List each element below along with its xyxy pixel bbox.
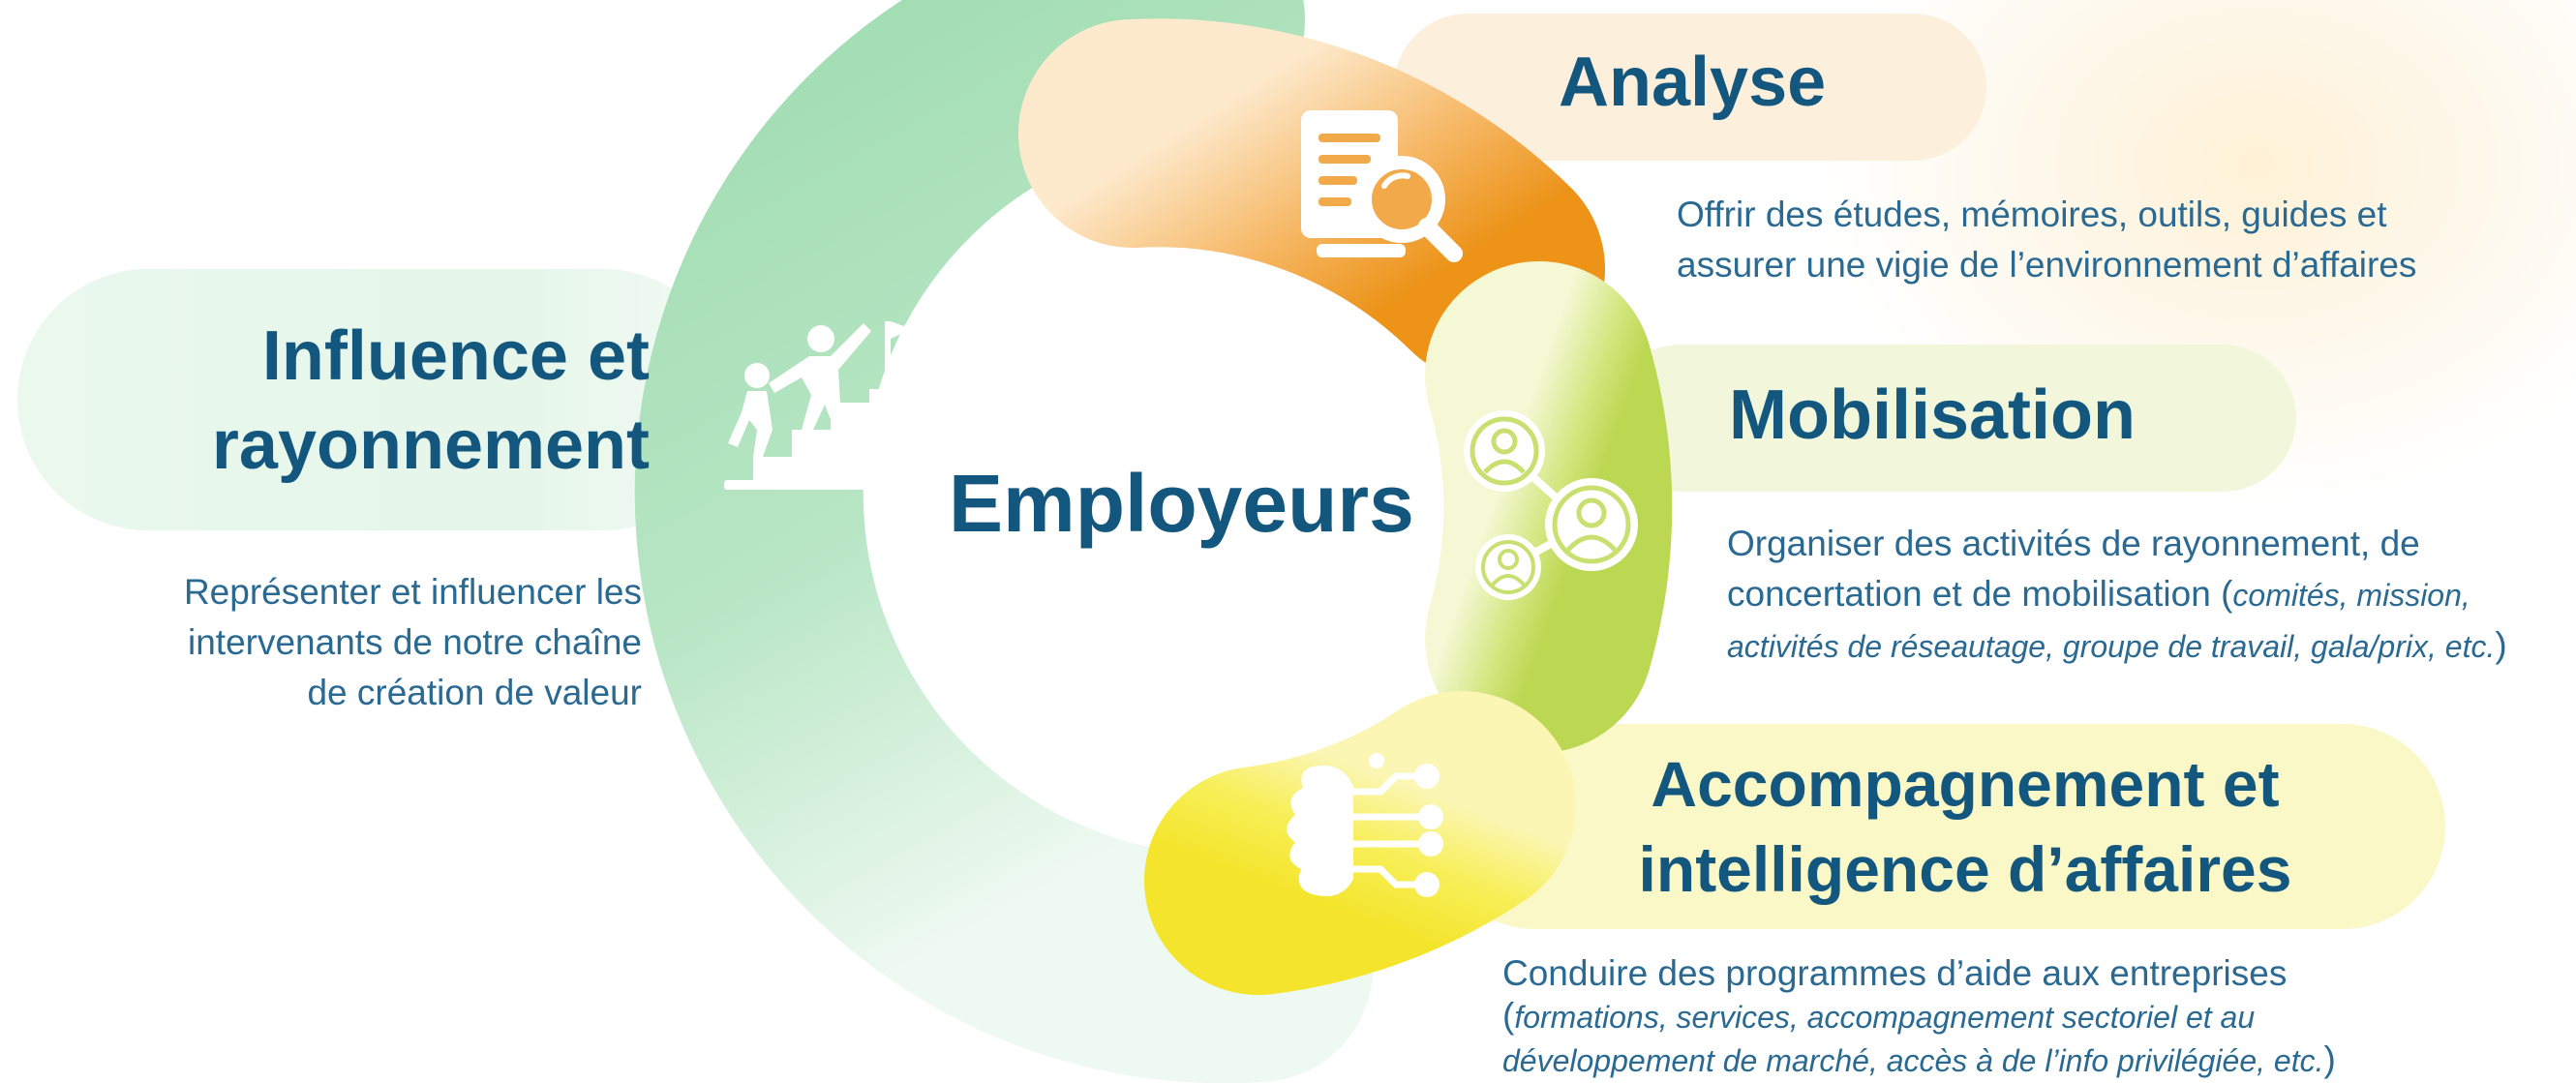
accompagnement-pill bbox=[1433, 724, 2445, 929]
influence-pill bbox=[17, 269, 734, 530]
mobilisation-desc-line2-start: concertation et de mobilisation ( bbox=[1727, 574, 2233, 614]
mobilisation-desc-line1: Organiser des activités de rayonnement, … bbox=[1727, 524, 2420, 563]
influence-description: Représenter et influencer les intervenan… bbox=[184, 567, 642, 718]
mobilisation-pill bbox=[1607, 345, 2296, 492]
analyse-desc-line2: assurer une vigie de l’environnement d’a… bbox=[1677, 245, 2417, 285]
accompagnement-desc-line1: Conduire des programmes d’aide aux entre… bbox=[1502, 953, 2288, 993]
analyse-title: Analyse bbox=[1559, 44, 1827, 121]
influence-desc-line1: Représenter et influencer les bbox=[183, 572, 642, 612]
analyse-desc-line1: Offrir des études, mémoires, outils, gui… bbox=[1677, 195, 2387, 234]
segment-green bbox=[634, 0, 1373, 1083]
circuit-hand-icon bbox=[1274, 753, 1452, 908]
analyse-description: Offrir des études, mémoires, outils, gui… bbox=[1677, 190, 2416, 290]
mobilisation-desc-line3-italic: activités de réseautage, groupe de trava… bbox=[1727, 629, 2496, 664]
influence-title-line2: rayonnement bbox=[211, 406, 650, 484]
mobilisation-description: Organiser des activités de rayonnement, … bbox=[1727, 519, 2507, 672]
accompagnement-title-line1: Accompagnement et bbox=[1651, 748, 2280, 820]
accompagnement-title-line2: intelligence d’affaires bbox=[1638, 833, 2292, 905]
influence-desc-line3: de création de valeur bbox=[307, 673, 642, 712]
mobilisation-desc-line2-italic: comités, mission, bbox=[2232, 578, 2470, 613]
center-label: Employeurs bbox=[949, 458, 1414, 549]
accompagnement-title: Accompagnement et intelligence d’affaire… bbox=[1510, 741, 2420, 912]
influence-title: Influence et rayonnement bbox=[212, 312, 650, 490]
influence-desc-line2: intervenants de notre chaîne bbox=[188, 622, 642, 662]
accompagnement-desc-line3-end: ) bbox=[2323, 1039, 2336, 1079]
mobilisation-desc-line3-end: ) bbox=[2495, 625, 2507, 665]
mobilisation-title: Mobilisation bbox=[1729, 376, 2136, 454]
people-network-icon bbox=[1458, 403, 1642, 606]
stairs-helping-climb-icon bbox=[718, 312, 912, 501]
accompagnement-desc-line3-italic: développement de marché, accès à de l’in… bbox=[1502, 1043, 2324, 1078]
accompagnement-desc-line2-start: ( bbox=[1502, 996, 1515, 1036]
accompagnement-description: Conduire des programmes d’aide aux entre… bbox=[1502, 952, 2336, 1082]
document-magnifier-icon bbox=[1293, 105, 1468, 267]
influence-title-line1: Influence et bbox=[261, 317, 650, 395]
accompagnement-desc-line2-italic: formations, services, accompagnement sec… bbox=[1514, 1000, 2256, 1035]
